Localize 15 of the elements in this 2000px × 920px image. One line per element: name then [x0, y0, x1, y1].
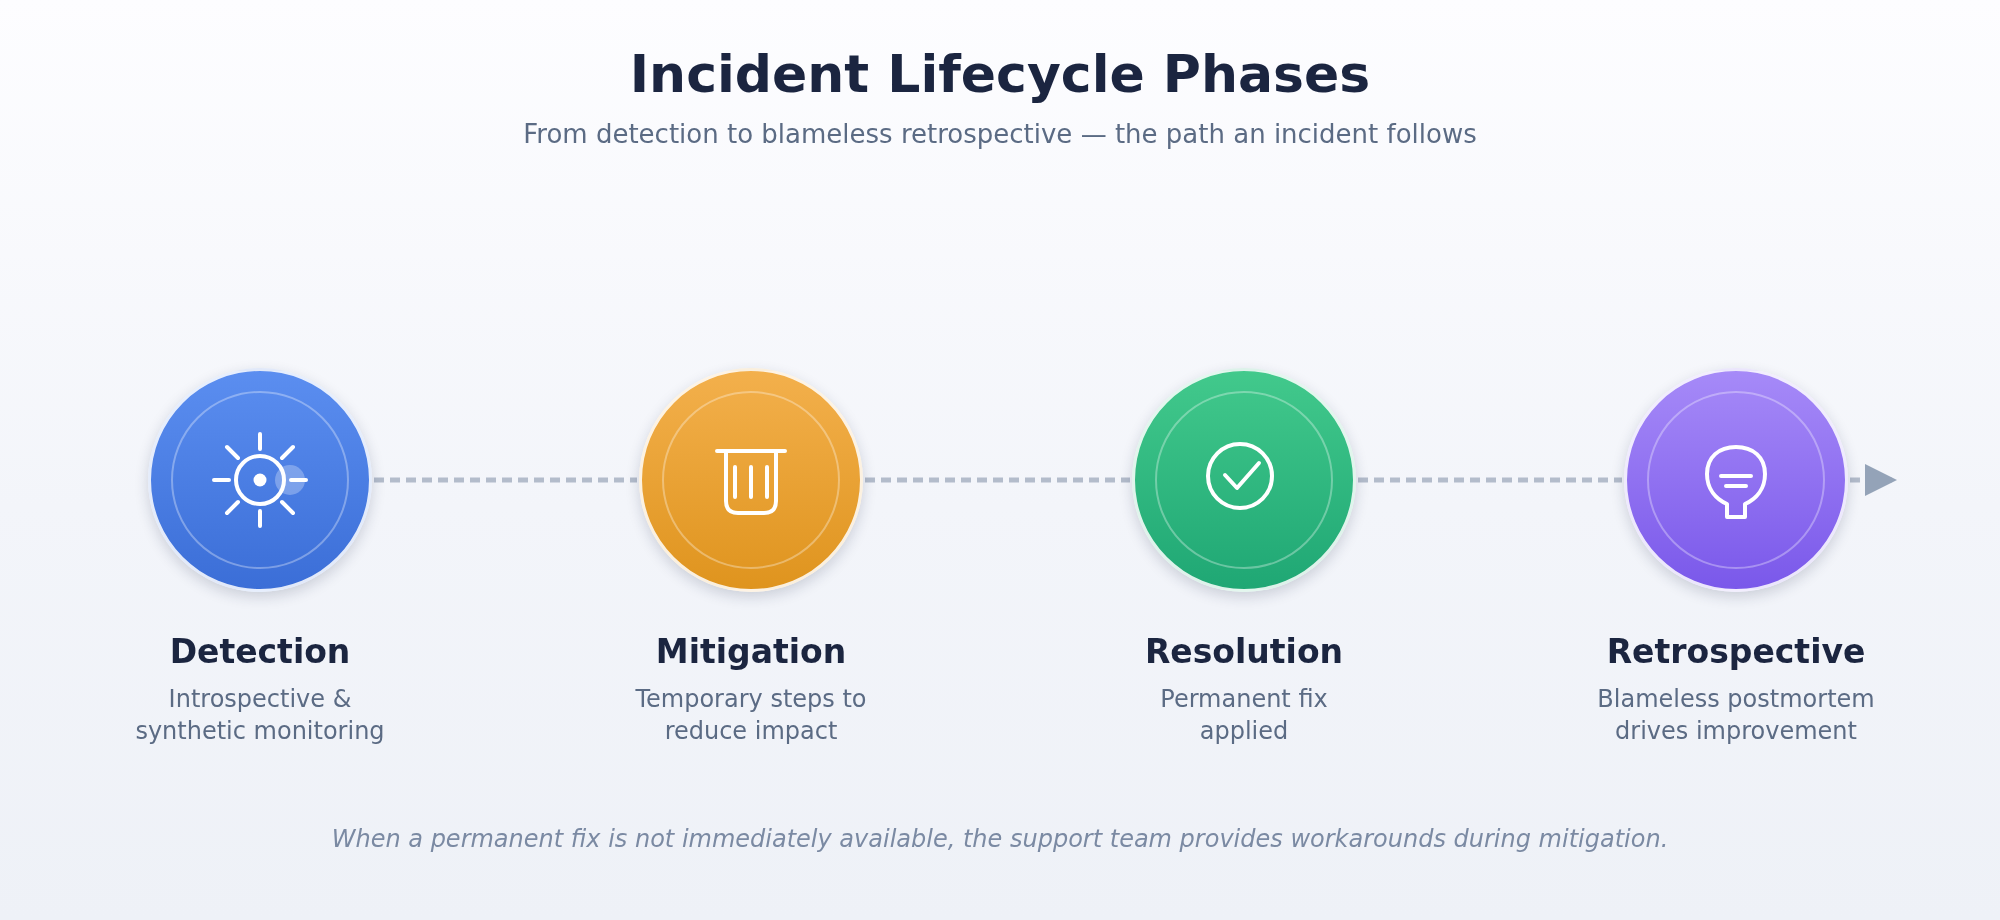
phase-title: Detection — [169, 632, 351, 672]
phase-title: Retrospective — [1606, 632, 1866, 672]
arrow — [1850, 464, 1897, 496]
phase-description: Introspective & synthetic monitoring — [134, 684, 386, 747]
phase-description: Temporary steps to reduce impact — [634, 684, 868, 747]
title: Incident Lifecycle Phases — [629, 44, 1371, 104]
connector-line — [374, 477, 637, 483]
phase-title: Resolution — [1144, 632, 1344, 672]
subtitle: From detection to blameless retrospective — the path an incident follows — [523, 118, 1477, 150]
connector-line — [865, 477, 1130, 483]
phase-description: Blameless postmortem drives improvement — [1596, 684, 1876, 747]
connector-line — [1358, 477, 1622, 483]
phase-title: Mitigation — [655, 632, 847, 672]
footnote: When a permanent fix is not immediately available, the support team provides workarounds during mitigation. — [331, 824, 1669, 854]
phase-description: Permanent fix applied — [1159, 684, 1329, 747]
